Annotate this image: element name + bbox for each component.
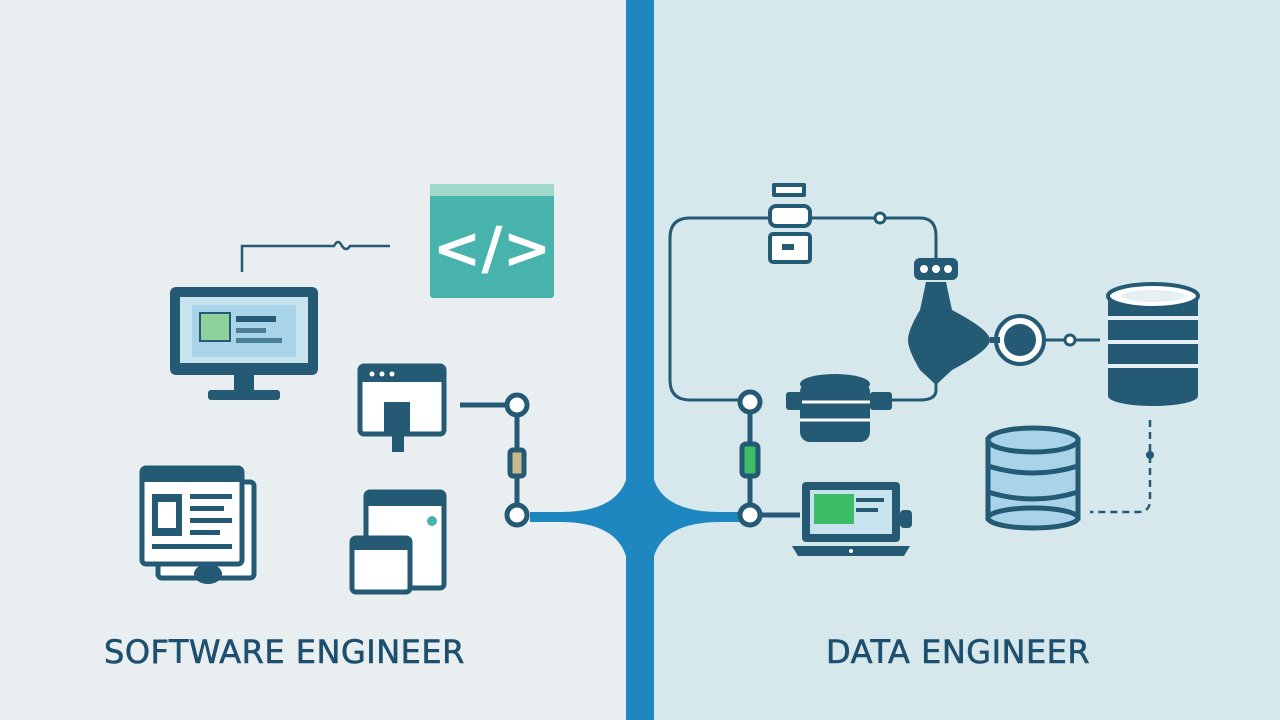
document-layout-icon bbox=[139, 465, 257, 584]
data-engineer-title: DATA ENGINEER bbox=[826, 633, 1091, 672]
database-cylinder-icon bbox=[1106, 282, 1200, 406]
dashed-connector bbox=[1090, 420, 1154, 514]
center-divider bbox=[530, 0, 750, 720]
laptop-icon bbox=[792, 482, 912, 556]
software-engineer-title: SOFTWARE ENGINEER bbox=[104, 633, 465, 672]
stacked-windows-icon bbox=[349, 489, 447, 595]
code-icon: </> bbox=[430, 184, 554, 298]
connector-line-top-left bbox=[240, 240, 390, 272]
data-pipeline-loop bbox=[668, 211, 1100, 402]
left-panel-background bbox=[0, 0, 640, 720]
server-node-icon bbox=[768, 183, 812, 264]
pipeline-merge-icon bbox=[908, 258, 1046, 385]
desktop-monitor-icon bbox=[170, 287, 318, 400]
database-icon bbox=[786, 374, 892, 442]
browser-window-icon bbox=[357, 363, 447, 452]
pipeline-connector-left bbox=[460, 392, 530, 528]
database-stack-icon bbox=[985, 425, 1081, 531]
code-symbol: </> bbox=[433, 214, 551, 282]
pipeline-connector-right bbox=[737, 389, 800, 528]
